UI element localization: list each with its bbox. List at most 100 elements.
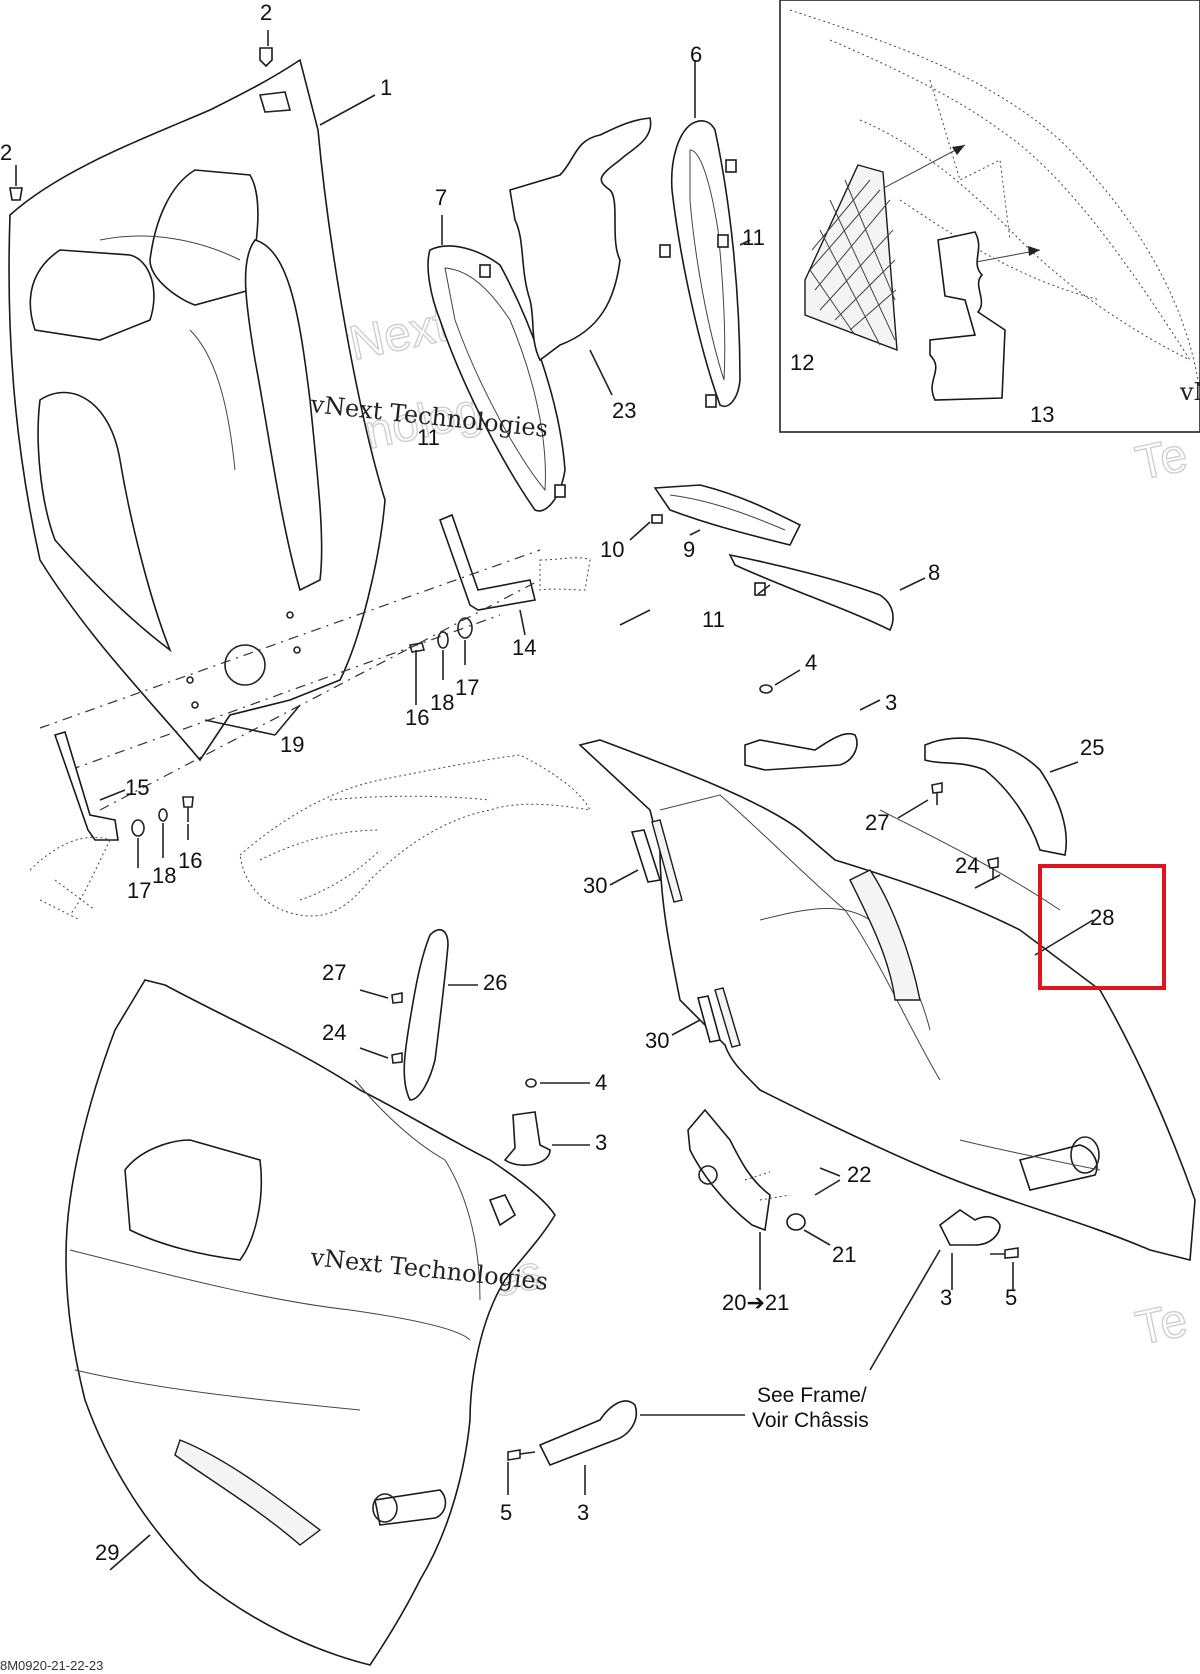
part-13-foam-block: [929, 231, 1006, 401]
part-3-handle-right: [869, 1209, 1019, 1371]
callout-11-a: 11: [742, 225, 765, 250]
callout-27-a: 27: [865, 810, 889, 835]
callout-16-b: 16: [178, 848, 202, 873]
drawing-code: 8M0920-21-22-23: [0, 1658, 103, 1673]
inset-detail-box: [779, 0, 1200, 433]
callout-24-a: 24: [955, 853, 979, 878]
leader-29: [109, 1534, 151, 1571]
panel-28-outline: [578, 739, 1196, 1262]
part-12-mesh-panel: [804, 164, 898, 352]
part-30-strips: [609, 819, 741, 1048]
callout-11-b: 11: [417, 425, 440, 450]
callout-3-d: 3: [577, 1500, 589, 1525]
callout-1: 1: [380, 75, 392, 100]
hardware-16-17-18-upper: [408, 617, 473, 705]
watermark-text-edge: vN: [1179, 378, 1200, 406]
callout-2-top: 2: [260, 0, 272, 25]
hood-side-intake: [244, 239, 323, 592]
part-15-bracket: [29, 731, 194, 921]
callout-16-a: 16: [405, 705, 429, 730]
callout-27-b: 27: [322, 960, 346, 985]
callout-6: 6: [690, 42, 702, 67]
callout-3-b: 3: [595, 1130, 607, 1155]
callout-24-b: 24: [322, 1020, 346, 1045]
leader-28: [1034, 919, 1094, 956]
part-6-vent-bezel: [670, 60, 741, 407]
part-29-side-panel: [65, 979, 556, 1666]
see-frame-note-line1: See Frame/: [757, 1384, 867, 1407]
callout-25: 25: [1080, 735, 1104, 760]
part-1-hood: [8, 58, 386, 762]
part-21-grommet: [786, 1213, 806, 1231]
callout-7: 7: [435, 185, 447, 210]
callout-14: 14: [512, 635, 536, 660]
callout-11-c: 11: [702, 607, 725, 632]
callout-29: 29: [95, 1540, 119, 1565]
callout-12: 12: [790, 350, 814, 375]
part-2-clips: [9, 30, 273, 201]
callout-20-to-21: 20➔21: [722, 1290, 789, 1315]
callout-8: 8: [928, 560, 940, 585]
hood-vent-right: [149, 169, 259, 306]
callout-4-a: 4: [805, 650, 817, 675]
part-3-handle-middle: [503, 1078, 590, 1166]
part-20-bracket: [687, 1108, 841, 1290]
callout-4-b: 4: [595, 1070, 607, 1095]
part-3-handle-lower: [507, 1400, 745, 1495]
part-9-grille: [653, 484, 802, 546]
callout-9: 9: [683, 537, 695, 562]
inset-arrow-12: [879, 144, 966, 191]
frame-context: [239, 754, 591, 917]
callout-5-a: 5: [1005, 1285, 1017, 1310]
callout-18-b: 18: [152, 863, 176, 888]
inset-frame: [779, 0, 1200, 433]
part-11-clips: [479, 159, 771, 596]
part-23-foam: [509, 117, 652, 396]
highlight-box-28: [1038, 864, 1166, 990]
callout-26: 26: [483, 970, 507, 995]
leader-see-frame-upper: [869, 1249, 941, 1371]
watermark-edge-right-bottom: Te: [1131, 1293, 1192, 1355]
clip-2-left: [9, 187, 23, 201]
callout-22: 22: [847, 1162, 871, 1187]
watermark-edge-right-top: Te: [1131, 428, 1192, 490]
part-10-fastener: [629, 514, 663, 541]
callout-5-b: 5: [500, 1500, 512, 1525]
clip-2-top: [259, 47, 273, 68]
panel-29-vent: [124, 1139, 263, 1261]
hood-vent-left: [29, 249, 155, 341]
callout-19: 19: [280, 732, 304, 757]
hood-side-scoop: [37, 391, 172, 653]
see-frame-note-line2: Voir Châssis: [752, 1409, 869, 1432]
panel-29-outline: [65, 979, 556, 1666]
callout-15: 15: [125, 775, 149, 800]
callout-28: 28: [1090, 905, 1114, 930]
part-26-trim: [359, 929, 478, 1101]
callout-13: 13: [1030, 402, 1054, 427]
part-3-handle-upper: [744, 699, 881, 771]
part-25-trim: [924, 737, 1079, 856]
callout-leaders: [319, 94, 651, 626]
part-8-trim: [728, 553, 926, 632]
callout-30-b: 30: [645, 1028, 669, 1053]
callout-labels: 2 1 2 6 7 11 23 11 10 9 8 11 14 17 18 16…: [0, 0, 1114, 1565]
callout-17-b: 17: [127, 878, 151, 903]
callout-2-left: 2: [0, 140, 12, 165]
callout-3-a: 3: [885, 690, 897, 715]
part-28-side-panel: [578, 739, 1196, 1262]
hood-round-port: [224, 644, 266, 686]
callout-10: 10: [600, 537, 624, 562]
callout-30-a: 30: [583, 873, 607, 898]
leader-19: [204, 704, 301, 736]
part-7-vent-bezel: [427, 215, 566, 512]
callout-18-a: 18: [430, 690, 454, 715]
callout-21: 21: [832, 1242, 856, 1267]
callout-17-a: 17: [455, 675, 479, 700]
callout-3-c: 3: [940, 1285, 952, 1310]
callout-23: 23: [612, 398, 636, 423]
centerline-14: [39, 549, 541, 729]
inset-hood-outline: [789, 9, 1199, 381]
fasteners-upper-right: [759, 669, 1001, 889]
